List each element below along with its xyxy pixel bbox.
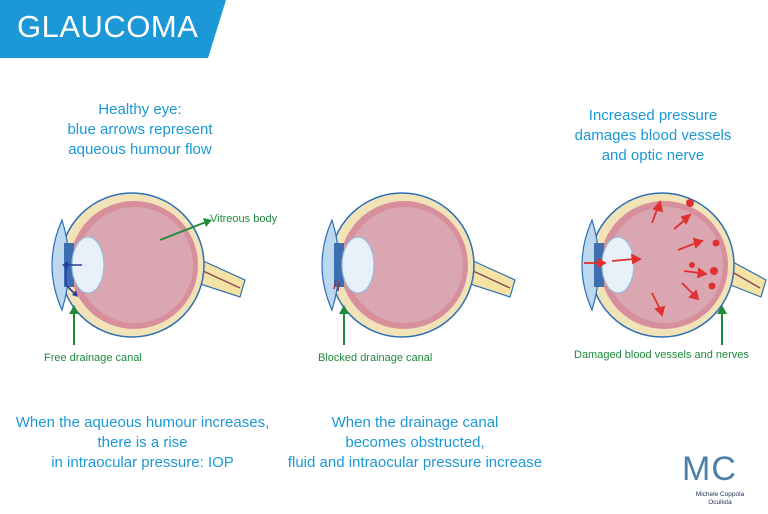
blocked-eye-diagram: [321, 192, 516, 345]
logo-initials: MC: [682, 450, 737, 488]
explanation-line: fluid and intraocular pressure increase: [287, 454, 543, 471]
caption-line: damages blood vessels: [574, 127, 732, 144]
explanation-line: becomes obstructed,: [345, 434, 485, 451]
iop-explanation: When the aqueous humour increases, there…: [0, 413, 285, 473]
vitreous-label: Vitreous body: [210, 213, 278, 225]
explanation-line: When the aqueous humour increases,: [15, 414, 270, 431]
logo-role: Oculista: [708, 499, 732, 506]
caption-line: aqueous humour flow: [68, 141, 212, 158]
healthy-eye-caption: Healthy eye: blue arrows represent aqueo…: [40, 100, 240, 160]
caption-line: Increased pressure: [588, 107, 718, 124]
vitreous-body: [77, 207, 193, 323]
title-banner-shape: [0, 0, 226, 58]
vitreous-body: [347, 207, 463, 323]
caption-line: blue arrows represent: [67, 121, 213, 138]
logo-text: Michele Coppola Oculista: [678, 491, 762, 507]
explanation-line: in intraocular pressure: IOP: [51, 454, 234, 471]
flow-arrow: [65, 264, 82, 296]
pressure-arrows: [584, 200, 708, 317]
blocked-drainage-label: Blocked drainage canal: [318, 352, 433, 364]
damage-dots: [686, 199, 720, 290]
free-drainage-label: Free drainage canal: [44, 352, 142, 364]
caption-line: Healthy eye:: [98, 101, 182, 118]
damaged-eye-diagram: [581, 192, 767, 345]
caption-line: and optic nerve: [601, 147, 705, 164]
iris: [334, 243, 344, 287]
explanation-line: When the drainage canal: [331, 414, 499, 431]
obstruction-explanation: When the drainage canal becomes obstruct…: [275, 413, 555, 473]
vitreous-pointer-arrow: [159, 221, 207, 241]
lens: [341, 236, 375, 294]
logo-name: Michele Coppola: [695, 491, 745, 498]
pressure-caption: Increased pressure damages blood vessels…: [553, 106, 753, 166]
healthy-eye-diagram: [51, 192, 246, 345]
explanation-line: there is a rise: [97, 434, 188, 451]
logo: MC Michele Coppola Oculista: [678, 450, 762, 512]
damaged-vessels-label: Damaged blood vessels and nerves: [574, 349, 749, 361]
page-title: GLAUCOMA: [17, 9, 199, 44]
title-banner: GLAUCOMA: [0, 0, 226, 58]
blocked-canal-mark: [333, 279, 340, 292]
lens: [601, 236, 635, 294]
